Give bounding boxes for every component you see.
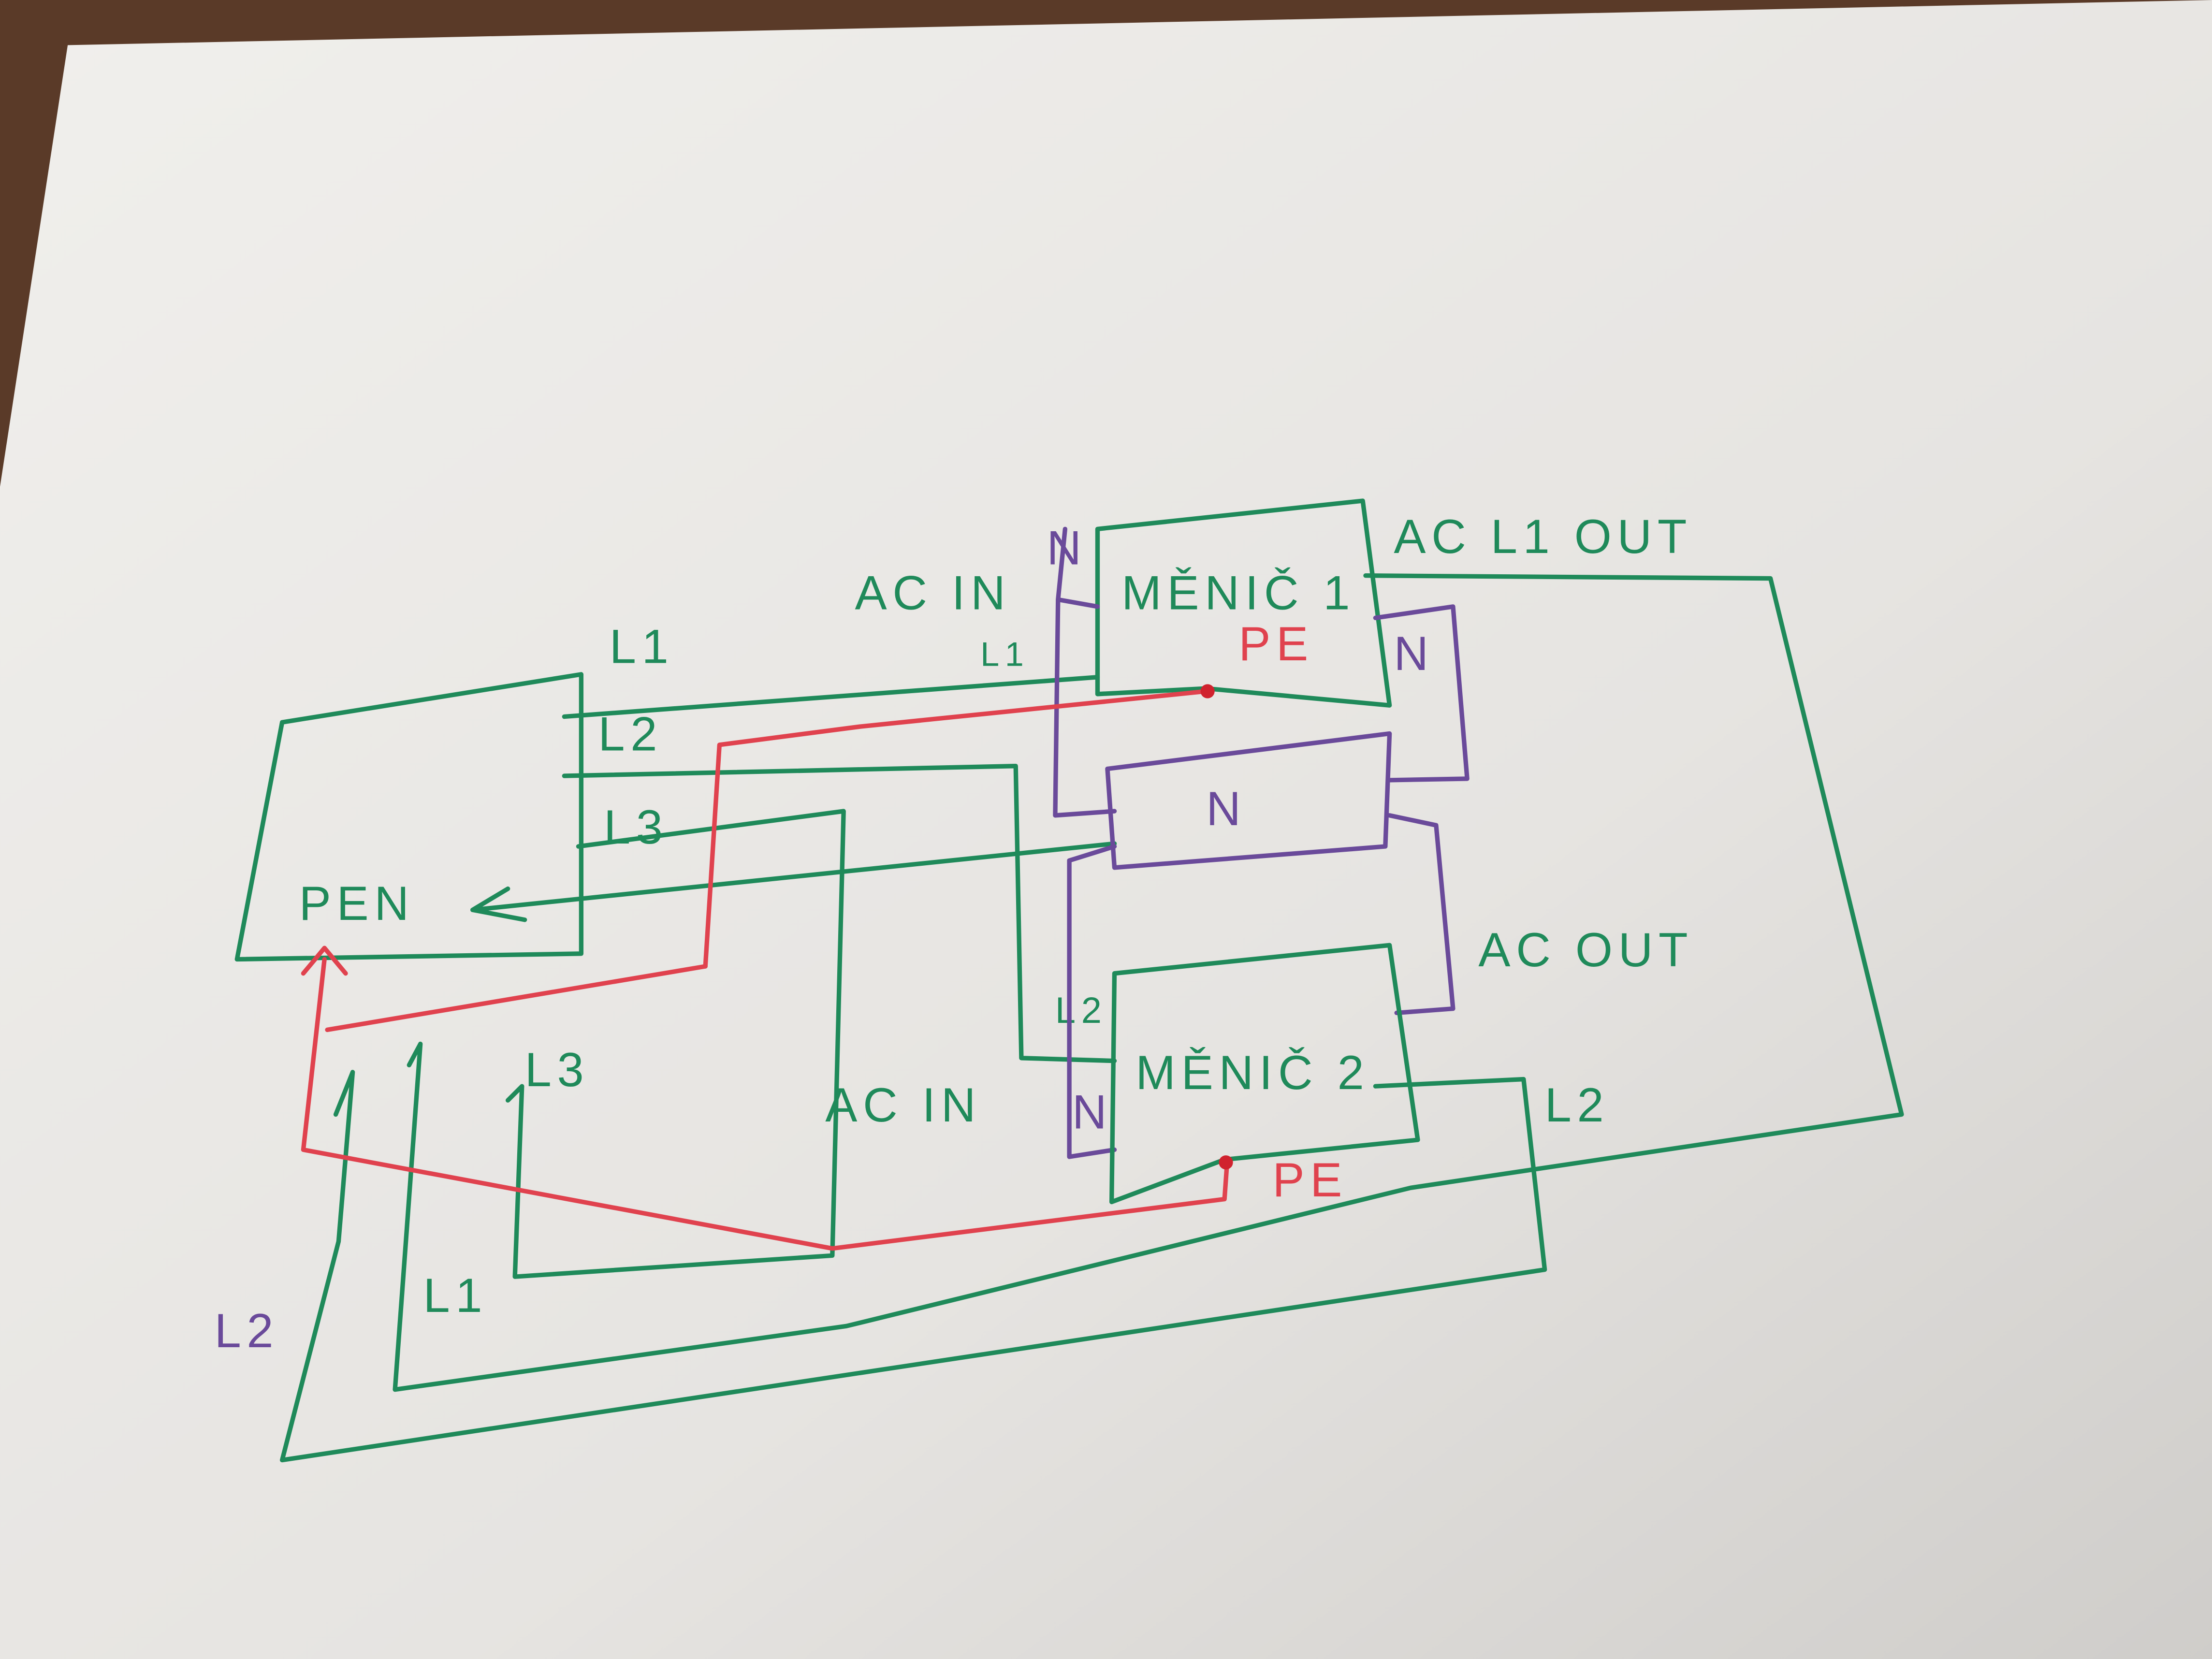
l3-label: L3 — [604, 800, 669, 854]
inverter-2-l2-in-label: L2 — [1055, 990, 1107, 1031]
pe-junction-1 — [1200, 684, 1215, 699]
pe-junction-2 — [1219, 1155, 1233, 1170]
inverter-1-ac-in-label: AC IN — [855, 567, 1011, 620]
inverter-1-label: MĚNIČ 1 — [1121, 567, 1355, 620]
bottom-l2-label: L2 — [215, 1304, 279, 1358]
phase-l1-wire: L1 L1 — [562, 620, 1100, 719]
inverter-1-n-right-label: N — [1394, 627, 1434, 681]
pe-wiring — [301, 684, 1233, 1251]
inverter-2-label: MĚNIČ 2 — [1135, 1046, 1369, 1100]
bottom-l1-label: L1 — [423, 1269, 488, 1323]
l1-label: L1 — [610, 620, 674, 674]
neutral-bar-label: N — [1206, 782, 1246, 836]
inverter-2: MĚNIČ 2 PE N AC OUT L2 — [1072, 923, 1693, 1207]
inverter-2-pe-label: PE — [1272, 1153, 1348, 1207]
inverter-1-l1-label: L1 — [980, 635, 1029, 673]
inverter-2-ac-out-label: AC OUT — [1478, 923, 1693, 977]
phase-l3-wire: L3 AC IN — [505, 800, 981, 1279]
ac-out-l1-wire — [393, 573, 1904, 1392]
inverter-2-n-label: N — [1072, 1086, 1112, 1139]
neutral-bar: N — [1053, 526, 1470, 1159]
inverter-2-ac-in-label: AC IN — [825, 1078, 981, 1132]
pen-label: PEN — [299, 877, 415, 931]
ac-out-l2-wire — [280, 1070, 1547, 1463]
inverter-2-l2-out-label: L2 — [1545, 1078, 1610, 1132]
bottom-l3-label: L3 — [525, 1043, 590, 1097]
inverter-1-ac-out-label: AC L1 OUT — [1394, 510, 1692, 564]
inverter-1-pe-label: PE — [1238, 617, 1314, 671]
pen-box: PEN — [234, 672, 1117, 962]
l2-label: L2 — [598, 708, 663, 761]
inverter-1: MĚNIČ 1 PE AC IN AC L1 OUT N N — [855, 498, 1692, 708]
